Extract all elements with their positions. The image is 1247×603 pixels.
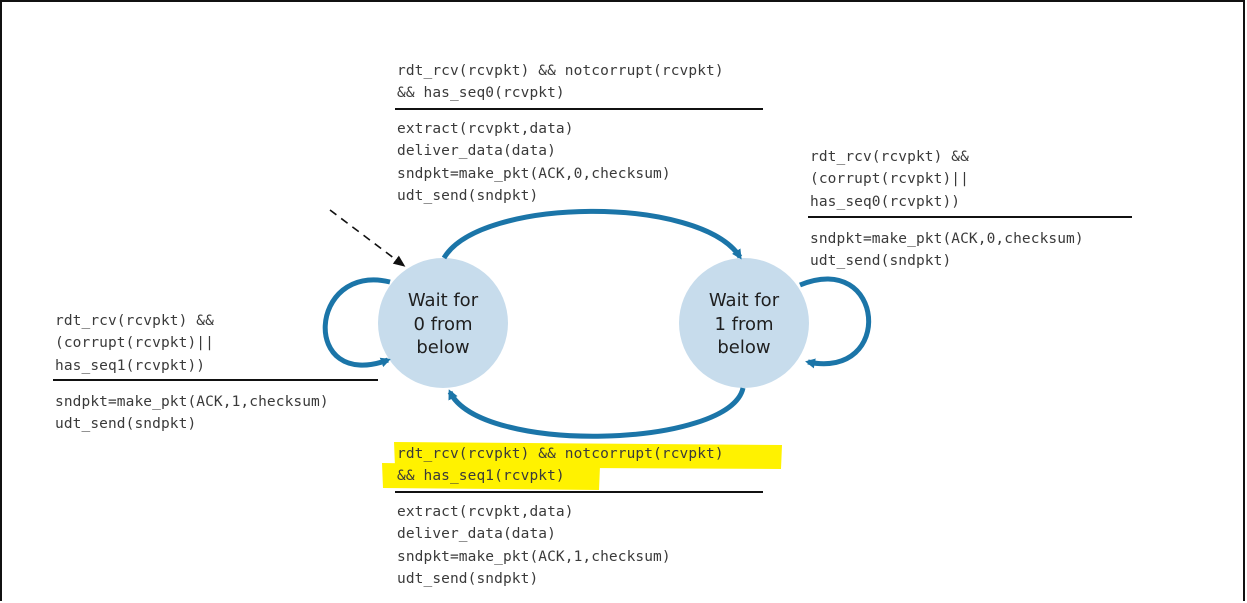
label-line: below (416, 337, 470, 358)
top-transition-divider (395, 108, 763, 110)
label-line: below (717, 337, 771, 358)
label-line: Wait for (708, 290, 780, 311)
label-line: udt_send(sndpkt) (55, 416, 197, 433)
highlight-mark (382, 442, 782, 490)
label-line: && has_seq1(rcvpkt) (397, 468, 565, 485)
label-line: sndpkt=make_pkt(ACK,1,checksum) (55, 394, 329, 410)
label-line: udt_send(sndpkt) (397, 571, 539, 588)
left-loop-divider (53, 379, 378, 381)
state-wait-for-1 (679, 258, 809, 388)
label-line: rdt_rcv(rcvpkt) && (810, 149, 969, 165)
transition-arrow-1-to-0 (447, 387, 746, 439)
right-loop-actions: sndpkt=make_pkt(ACK,0,checksum) udt_send… (810, 228, 1084, 273)
label-line: udt_send(sndpkt) (397, 188, 539, 205)
label-line: 1 from (714, 313, 774, 335)
self-loop-arrow-state-1 (799, 276, 871, 369)
label-line: rdt_rcv(rcvpkt) && (55, 313, 214, 329)
label-line: rdt_rcv(rcvpkt) && notcorrupt(rcvpkt) (397, 446, 724, 462)
label-line: extract(rcvpkt,data) (397, 121, 574, 137)
right-loop-event: rdt_rcv(rcvpkt) && (corrupt(rcvpkt)|| ha… (810, 146, 969, 213)
initial-state-arrow (329, 209, 406, 267)
bottom-transition-actions: extract(rcvpkt,data) deliver_data(data) … (397, 501, 671, 591)
label-line: (corrupt(rcvpkt)|| (55, 335, 214, 352)
label-line: has_seq0(rcvpkt)) (810, 193, 961, 210)
label-line: sndpkt=make_pkt(ACK,1,checksum) (397, 548, 671, 565)
label-line: rdt_rcv(rcvpkt) && notcorrupt(rcvpkt) (397, 63, 724, 79)
label-line: Wait for (407, 290, 479, 311)
label-line: has_seq1(rcvpkt)) (55, 357, 206, 374)
label-line: extract(rcvpkt,data) (397, 504, 574, 520)
label-line: deliver_data(data) (397, 143, 556, 160)
bottom-transition-divider (395, 491, 763, 493)
label-line: sndpkt=make_pkt(ACK,0,checksum) (397, 165, 671, 182)
top-transition-actions: extract(rcvpkt,data) deliver_data(data) … (397, 118, 671, 208)
state-1-label: Wait for 1 from below (684, 289, 804, 360)
label-line: 0 from (413, 313, 473, 335)
label-line: udt_send(sndpkt) (810, 253, 952, 270)
left-loop-event: rdt_rcv(rcvpkt) && (corrupt(rcvpkt)|| ha… (55, 310, 214, 377)
top-transition-event: rdt_rcv(rcvpkt) && notcorrupt(rcvpkt) &&… (397, 60, 724, 105)
self-loop-arrow-state-0 (322, 277, 391, 368)
state-0-label: Wait for 0 from below (383, 289, 503, 360)
right-loop-divider (808, 216, 1132, 218)
transition-arrow-0-to-1 (441, 208, 743, 260)
state-wait-for-0 (378, 258, 508, 388)
label-line: (corrupt(rcvpkt)|| (810, 171, 969, 188)
bottom-transition-event: rdt_rcv(rcvpkt) && notcorrupt(rcvpkt) &&… (397, 443, 724, 488)
label-line: sndpkt=make_pkt(ACK,0,checksum) (810, 231, 1084, 247)
left-loop-actions: sndpkt=make_pkt(ACK,1,checksum) udt_send… (55, 391, 329, 436)
label-line: && has_seq0(rcvpkt) (397, 85, 565, 102)
label-line: deliver_data(data) (397, 526, 556, 543)
